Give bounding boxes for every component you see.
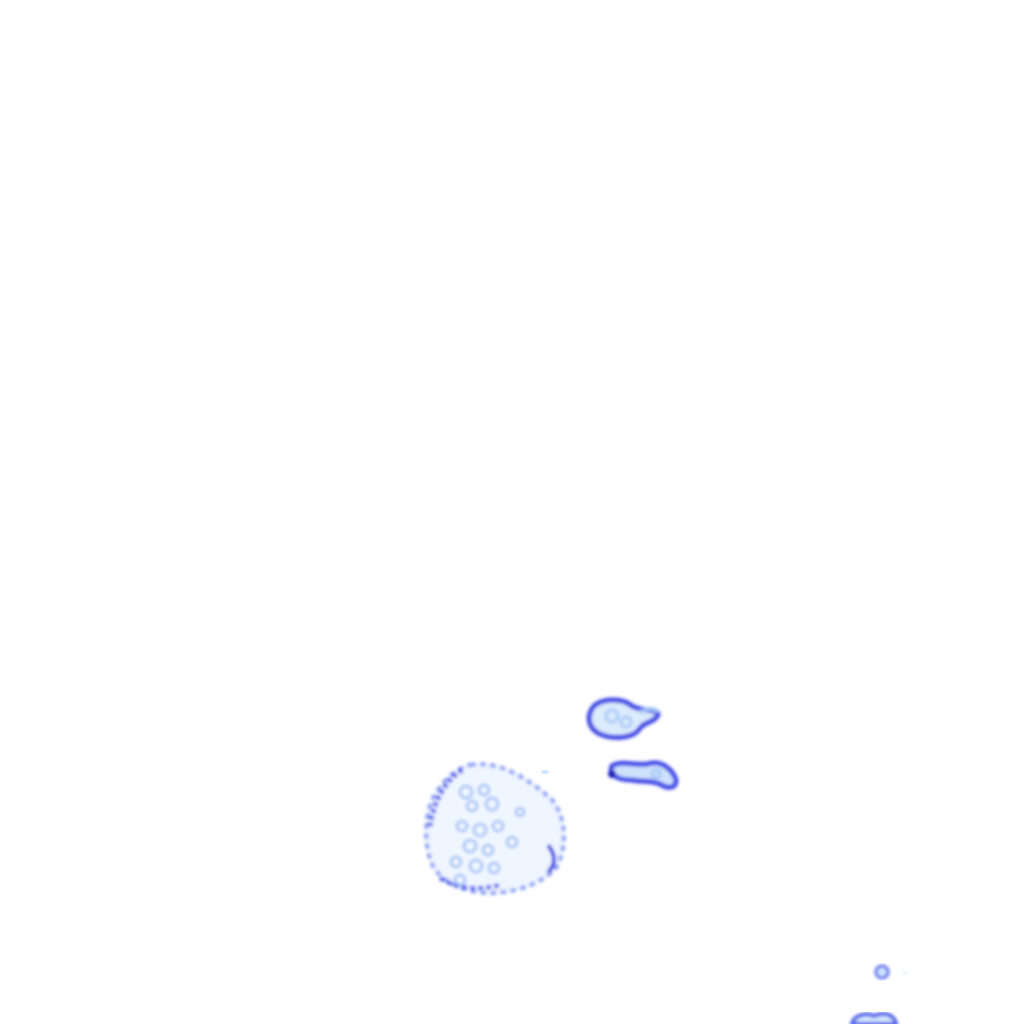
small-fleck bbox=[541, 770, 549, 774]
edge-blob bbox=[849, 1012, 899, 1024]
upper-blob bbox=[586, 697, 661, 740]
large-blob bbox=[424, 762, 566, 896]
tiny-blob bbox=[874, 964, 907, 980]
middle-blob bbox=[608, 760, 679, 790]
